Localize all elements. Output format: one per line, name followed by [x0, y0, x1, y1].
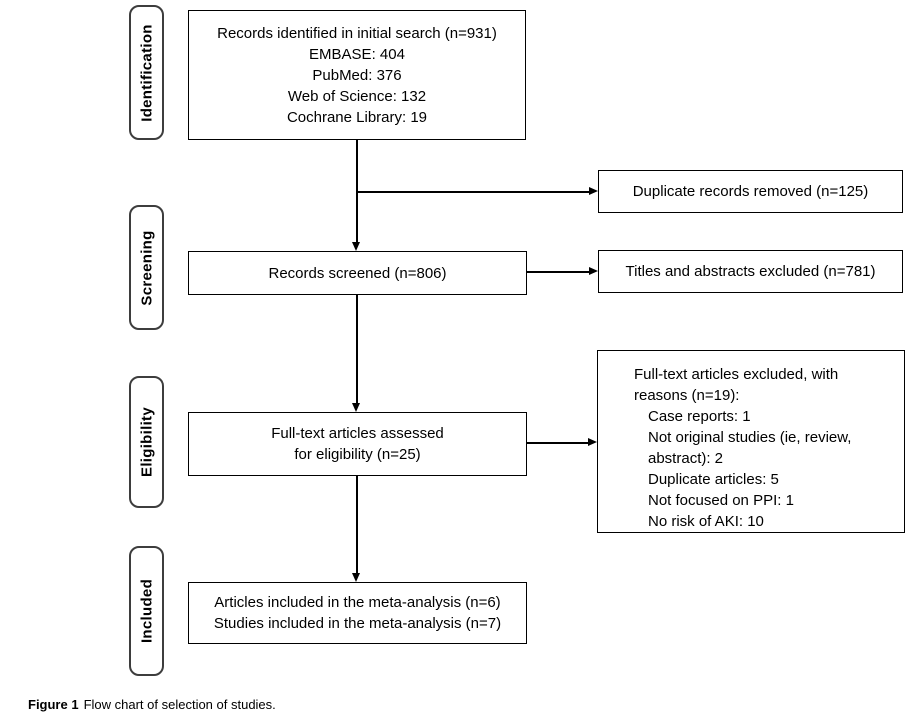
figure-caption: Figure 1 Flow chart of selection of studi…	[28, 697, 276, 712]
fulltext-excluded-header2: reasons (n=19):	[634, 387, 740, 404]
arrowhead-down-included	[352, 573, 360, 582]
included-line1: Articles included in the meta-analysis (…	[214, 594, 501, 611]
box-titles-abstracts-excluded: Titles and abstracts excluded (n=781)	[598, 250, 903, 293]
stage-eligibility-label: Eligibility	[138, 407, 155, 477]
connector-fulltext-to-excluded	[527, 442, 589, 444]
arrowhead-right-duplicates	[589, 187, 598, 195]
stage-screening: Screening	[129, 205, 164, 330]
connector-to-duplicates-removed	[357, 191, 590, 193]
stage-identification-label: Identification	[138, 23, 155, 122]
fulltext-excluded-header1: Full-text articles excluded, with	[634, 366, 839, 383]
source-pubmed: PubMed: 376	[312, 66, 402, 84]
included-line2: Studies included in the meta-analysis (n…	[213, 615, 502, 632]
duplicates-removed-text: Duplicate records removed (n=125)	[632, 183, 869, 200]
exclusion-reason: Not original studies (ie, review, abstra…	[648, 429, 852, 467]
exclusion-reason: Case reports: 1	[648, 408, 751, 425]
arrowhead-right-titles-excluded	[589, 267, 598, 275]
exclusion-reason: No risk of AKI: 10	[648, 513, 764, 530]
stage-identification: Identification	[129, 5, 164, 140]
box-fulltext-assessed: Full-text articles assessed for eligibil…	[188, 412, 527, 476]
box-duplicates-removed: Duplicate records removed (n=125)	[598, 170, 903, 213]
fulltext-assessed-line2: for eligibility (n=25)	[294, 446, 421, 463]
source-cochrane: Cochrane Library: 19	[286, 108, 428, 126]
connector-screened-to-fulltext	[356, 295, 358, 403]
source-embase: EMBASE: 404	[309, 45, 405, 63]
box-records-screened: Records screened (n=806)	[188, 251, 527, 295]
box-fulltext-excluded: Full-text articles excluded, with reason…	[597, 350, 905, 533]
fulltext-assessed-line1: Full-text articles assessed	[271, 425, 444, 442]
arrowhead-down-screened	[352, 242, 360, 251]
connector-identified-to-screened	[356, 140, 358, 244]
connector-screened-to-titles-excluded	[527, 271, 590, 273]
source-web-of-science: Web of Science: 132	[287, 87, 427, 105]
figure-caption-text: Flow chart of selection of studies.	[83, 697, 276, 712]
connector-fulltext-to-included	[356, 476, 358, 573]
records-screened-text: Records screened (n=806)	[268, 264, 447, 282]
stage-screening-label: Screening	[138, 229, 155, 306]
stage-eligibility: Eligibility	[129, 376, 164, 508]
stage-included-label: Included	[138, 578, 155, 644]
box-records-identified: Records identified in initial search (n=…	[188, 10, 526, 140]
arrowhead-down-fulltext	[352, 403, 360, 412]
figure-caption-label: Figure 1	[28, 697, 79, 712]
titles-abstracts-excluded-text: Titles and abstracts excluded (n=781)	[625, 263, 876, 280]
arrowhead-right-fulltext-excluded	[588, 438, 597, 446]
exclusion-reason: Not focused on PPI: 1	[648, 492, 794, 509]
exclusion-reason: Duplicate articles: 5	[648, 471, 779, 488]
stage-included: Included	[129, 546, 164, 676]
records-identified-title: Records identified in initial search (n=…	[217, 24, 497, 42]
box-included: Articles included in the meta-analysis (…	[188, 582, 527, 644]
